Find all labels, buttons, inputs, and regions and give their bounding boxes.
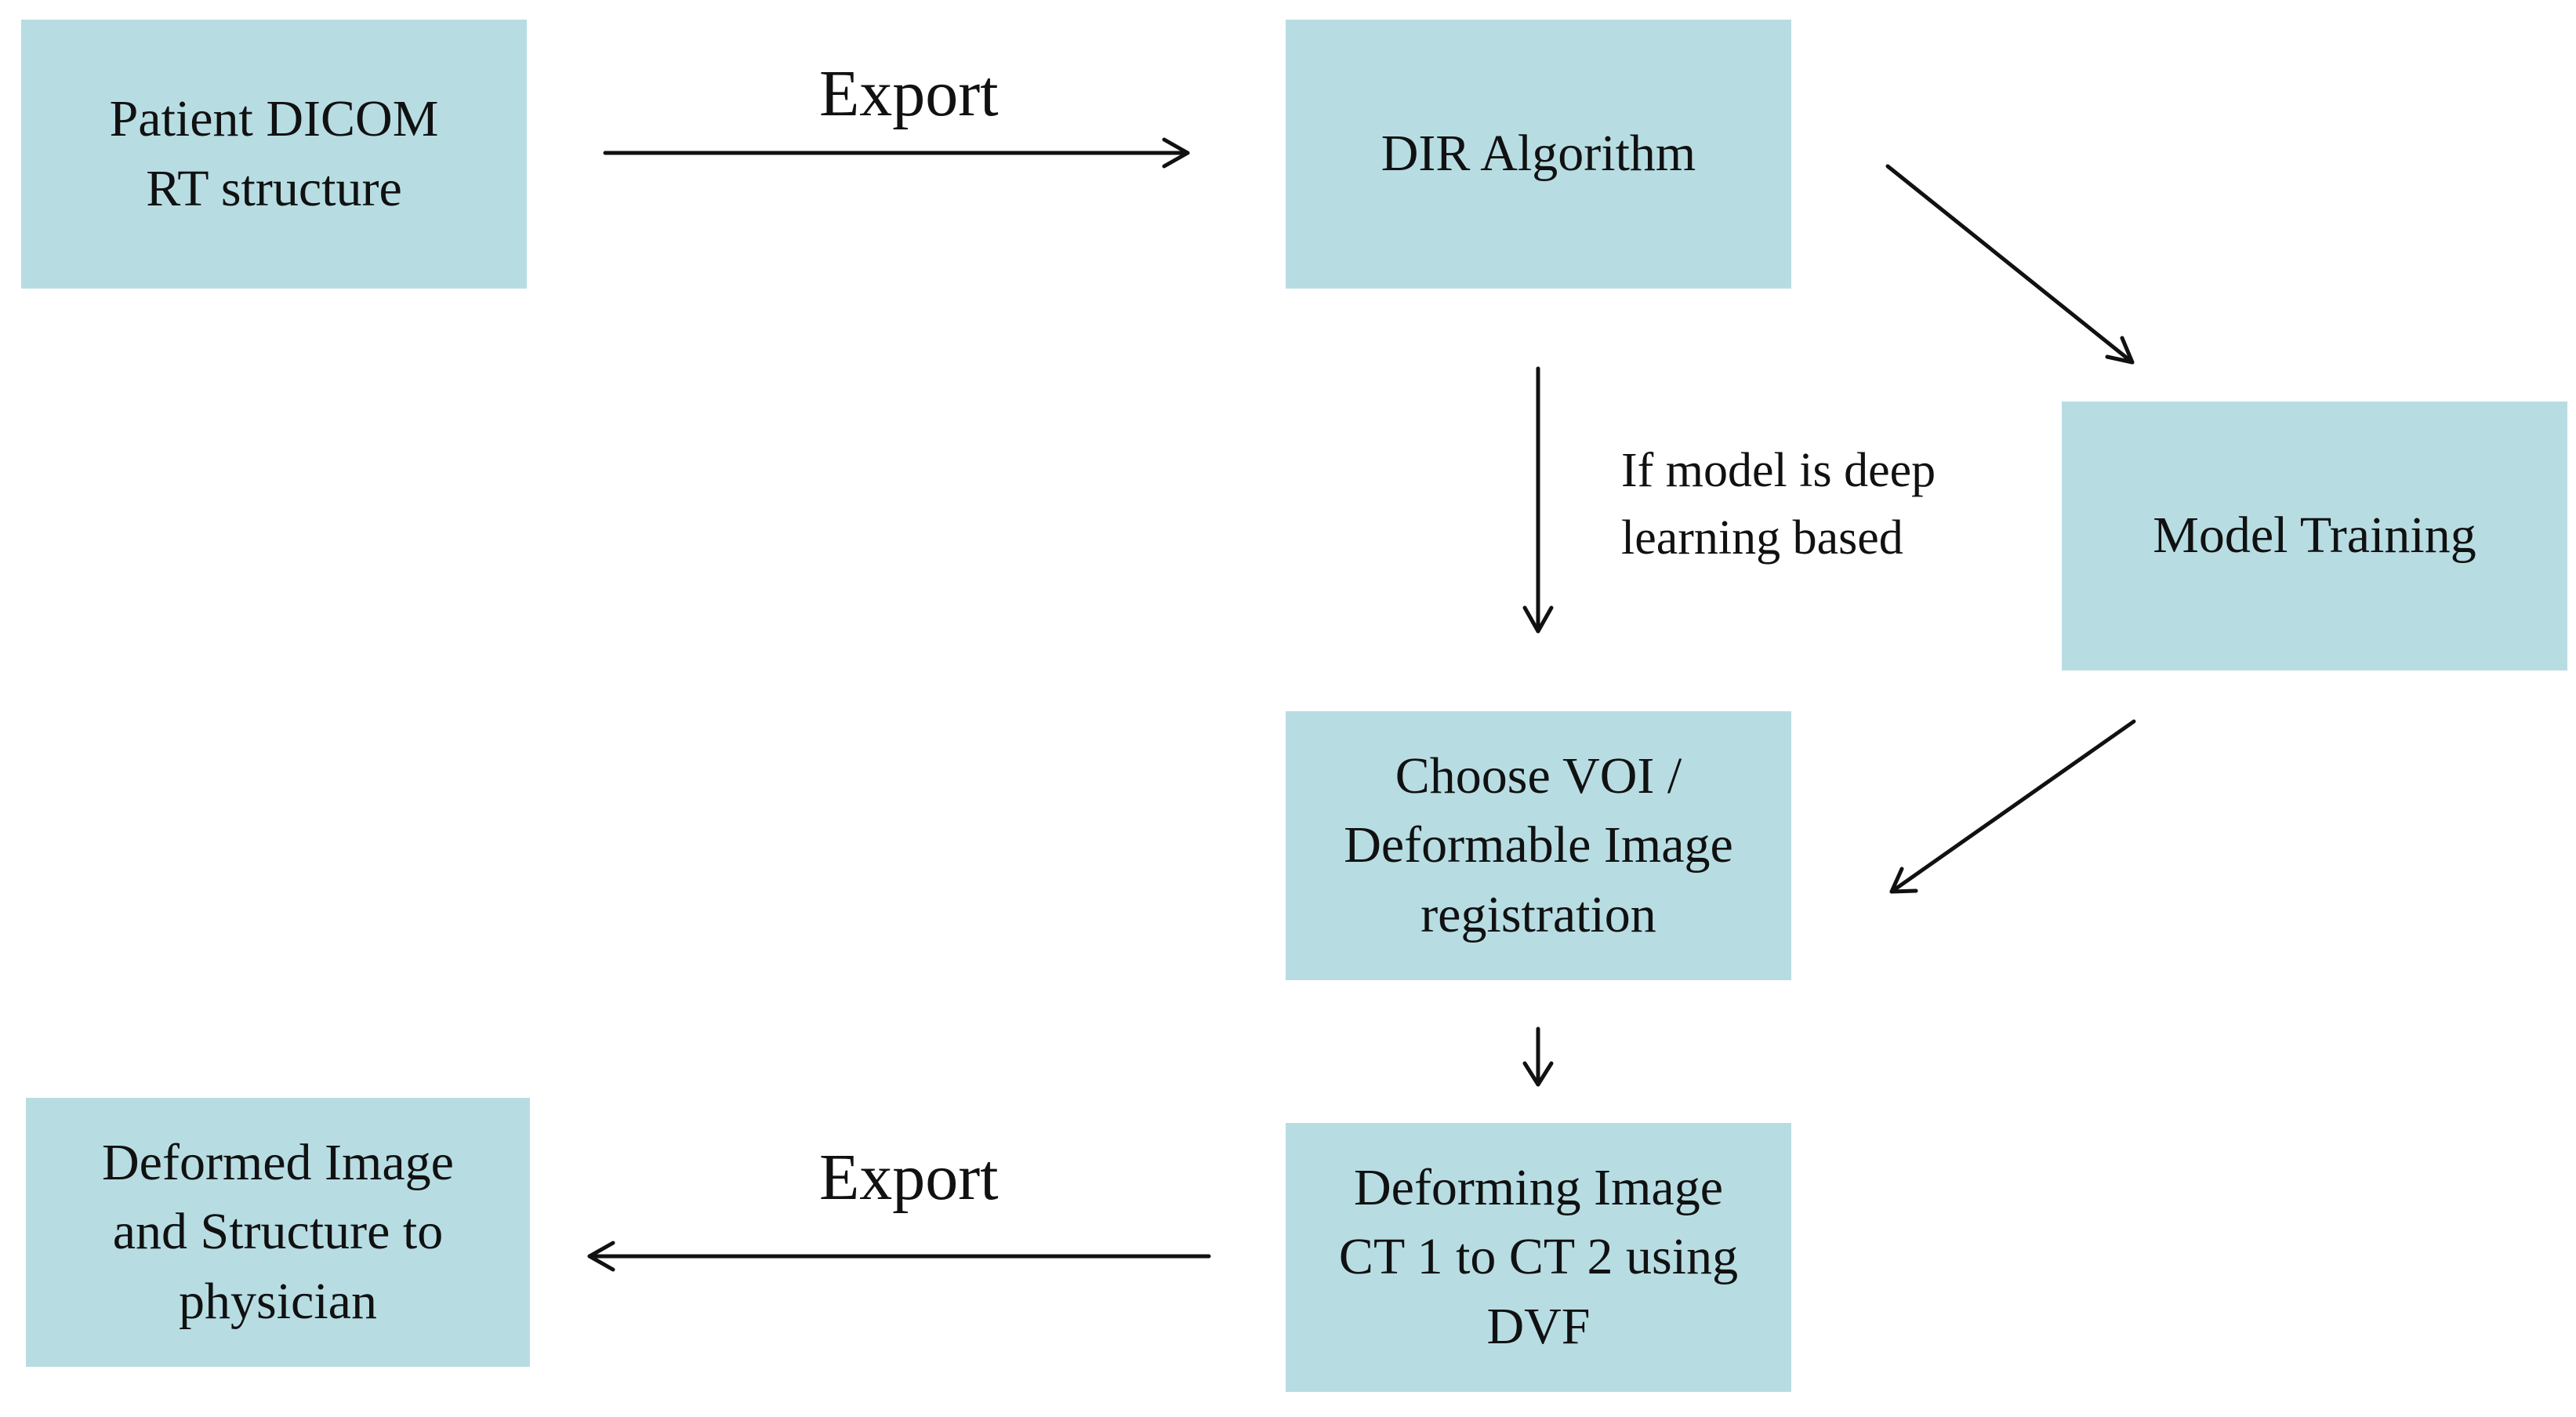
node-dir-algorithm-line-1: DIR Algorithm <box>1381 125 1696 183</box>
arrow-deforming-to-deformed-output <box>587 1241 1211 1272</box>
node-deforming-image-line-1: Deforming Image <box>1354 1158 1723 1216</box>
node-model-training-line-1: Model Training <box>2153 507 2476 565</box>
node-model-training: Model Training <box>2062 401 2567 670</box>
node-deforming-image-line-2: CT 1 to CT 2 using <box>1338 1228 1739 1286</box>
edge-label-condition: If model is deep learning based <box>1621 438 1936 572</box>
node-deformed-output-line-3: physician <box>179 1272 377 1330</box>
arrow-dir-to-model-training <box>1885 164 2135 365</box>
node-patient-dicom: Patient DICOM RT structure <box>21 20 527 289</box>
node-choose-voi-line-1: Choose VOI / <box>1395 747 1682 805</box>
edge-label-export-bottom: Export <box>819 1141 999 1214</box>
node-choose-voi-line-2: Deformable Image <box>1344 816 1733 874</box>
node-patient-dicom-line-1: Patient DICOM <box>109 90 439 148</box>
node-choose-voi: Choose VOI / Deformable Image registrati… <box>1286 711 1791 980</box>
arrow-model-training-to-choose-voi <box>1889 719 2136 894</box>
edge-label-condition-line-1: If model is deep <box>1621 444 1936 497</box>
arrow-dir-to-choose-voi <box>1522 366 1554 634</box>
node-deformed-output: Deformed Image and Structure to physicia… <box>26 1098 530 1367</box>
edge-label-export-top: Export <box>819 57 999 130</box>
node-deforming-image: Deforming Image CT 1 to CT 2 using DVF <box>1286 1123 1791 1392</box>
node-choose-voi-line-3: registration <box>1420 885 1656 943</box>
node-deformed-output-line-2: and Structure to <box>112 1203 444 1261</box>
arrow-patient-to-dir <box>603 137 1190 169</box>
node-dir-algorithm: DIR Algorithm <box>1286 20 1791 289</box>
node-deforming-image-line-3: DVF <box>1486 1297 1591 1355</box>
node-patient-dicom-line-2: RT structure <box>146 159 402 217</box>
edge-label-condition-line-2: learning based <box>1621 510 1903 565</box>
node-deformed-output-line-1: Deformed Image <box>102 1133 454 1191</box>
arrow-choose-voi-to-deforming <box>1522 1026 1554 1087</box>
